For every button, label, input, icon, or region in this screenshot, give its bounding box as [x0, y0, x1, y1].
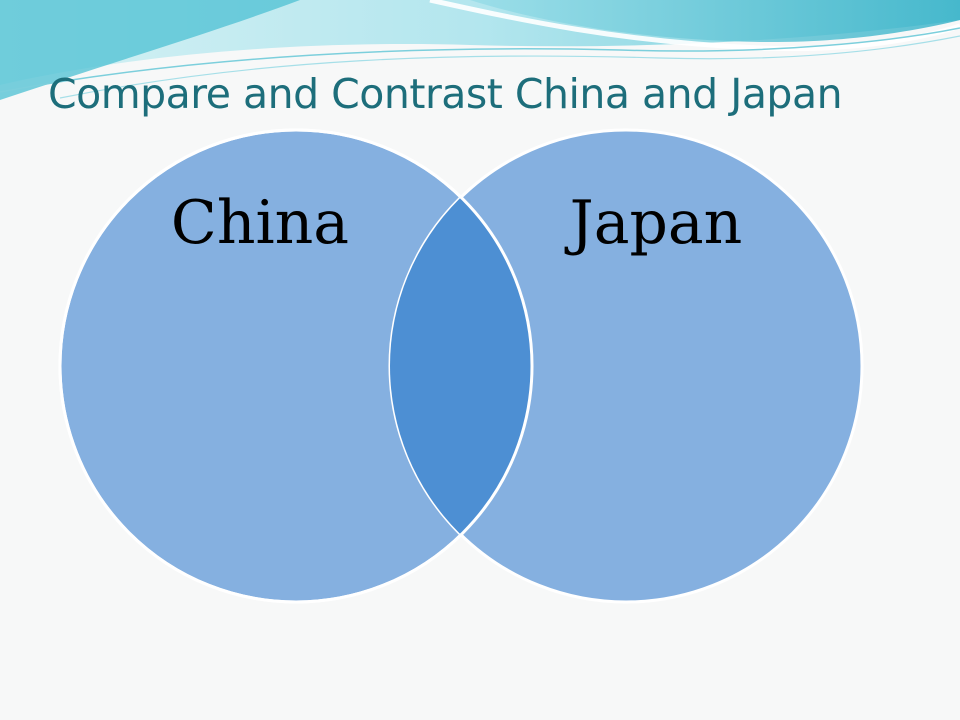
wave-thin-line-1	[0, 27, 960, 93]
venn-label-china: China	[171, 188, 349, 258]
header-wave-decoration	[0, 0, 960, 100]
venn-overlap-outline	[58, 128, 534, 604]
wave-white-highlight	[429, 0, 960, 52]
venn-label-japan: Japan	[564, 188, 743, 258]
slide-title: Compare and Contrast China and Japan	[48, 70, 843, 118]
wave-band-front	[0, 0, 960, 43]
wave-thin-line-2	[59, 35, 960, 99]
wave-band-left	[0, 0, 300, 100]
